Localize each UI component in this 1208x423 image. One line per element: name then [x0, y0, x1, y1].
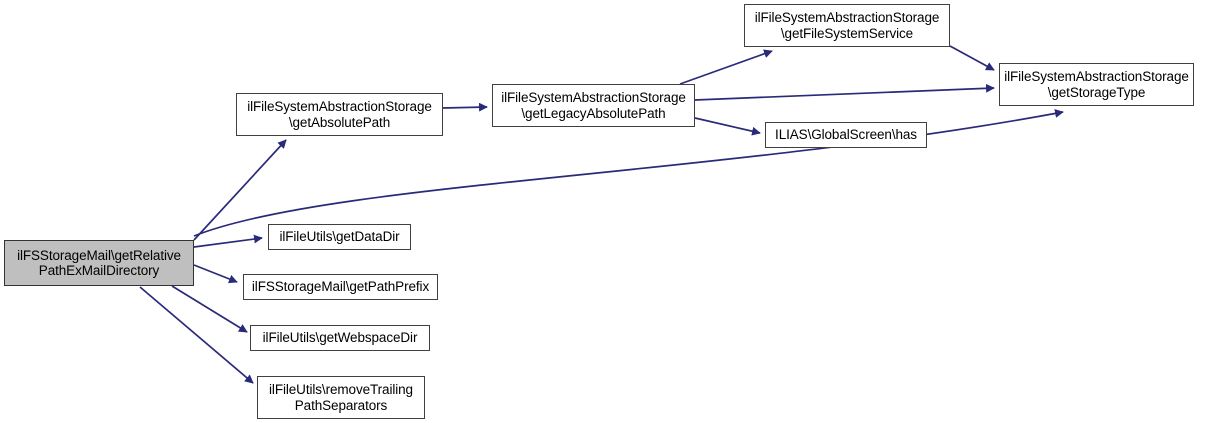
node-label: ilFileSystemAbstractionStorage \getFileS… [754, 10, 940, 41]
node-ilfileutils-getdatadir[interactable]: ilFileUtils\getDataDir [268, 224, 411, 250]
edge-root-to-getpathprefix [193, 264, 238, 284]
edge-getlegacyabsolutepath-to-globalscreenhas [694, 117, 761, 136]
edge-root-to-removetrailingpathseparators [139, 286, 254, 384]
node-label: ilFSStorageMail\getPathPrefix [251, 279, 430, 295]
node-ilfileutils-removetrailingpathseparators[interactable]: ilFileUtils\removeTrailing PathSeparator… [257, 376, 425, 419]
node-ilfsstoragemail-getpathprefix[interactable]: ilFSStorageMail\getPathPrefix [243, 274, 438, 300]
node-ilfilesystemabstractionstorage-getlegacyabsolutepath[interactable]: ilFileSystemAbstractionStorage \getLegac… [492, 84, 695, 127]
edge-getabsolutepath-to-getlegacyabsolutepath [442, 102, 488, 112]
edge-getlegacyabsolutepath-to-getfilesystemservice [679, 49, 773, 85]
node-label: ilFileUtils\removeTrailing PathSeparator… [269, 382, 413, 413]
node-root-ilfsstoragemail-getrelativepathexmaildirectory[interactable]: ilFSStorageMail\getRelative PathExMailDi… [4, 240, 194, 286]
node-label: ilFileSystemAbstractionStorage \getAbsol… [247, 99, 432, 130]
edge-root-to-getdatadir [193, 234, 263, 248]
node-ilias-globalscreen-has[interactable]: ILIAS\GlobalScreen\has [765, 122, 927, 148]
node-ilfilesystemabstractionstorage-getstoragetype[interactable]: ilFileSystemAbstractionStorage \getStora… [999, 63, 1194, 106]
node-ilfileutils-getwebspacedir[interactable]: ilFileUtils\getWebspaceDir [250, 325, 430, 351]
node-label: ILIAS\GlobalScreen\has [775, 127, 917, 143]
edge-getlegacyabsolutepath-to-getstoragetype [694, 83, 995, 101]
node-label: ilFileSystemAbstractionStorage \getLegac… [501, 90, 686, 121]
edge-getfilesystemservice-to-getstoragetype [949, 45, 995, 71]
node-label: ilFileUtils\getWebspaceDir [262, 330, 418, 346]
node-ilfilesystemabstractionstorage-getfilesystemservice[interactable]: ilFileSystemAbstractionStorage \getFileS… [744, 4, 950, 47]
edge-root-to-getwebspacedir [171, 285, 248, 333]
node-label: ilFileSystemAbstractionStorage \getStora… [1004, 69, 1189, 100]
node-ilfilesystemabstractionstorage-getabsolutepath[interactable]: ilFileSystemAbstractionStorage \getAbsol… [236, 93, 443, 136]
node-label: ilFSStorageMail\getRelative PathExMailDi… [17, 247, 181, 279]
node-label: ilFileUtils\getDataDir [279, 229, 400, 245]
